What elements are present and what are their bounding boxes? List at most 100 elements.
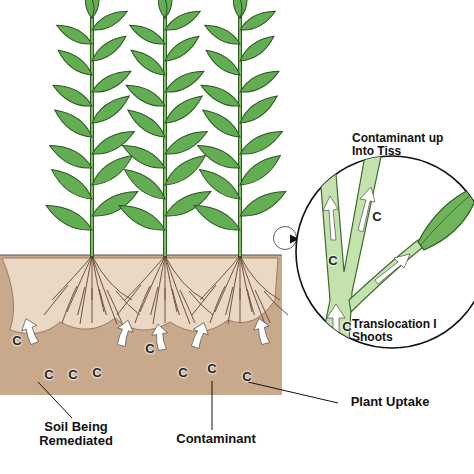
callout-label: Contaminant: [168, 432, 264, 446]
leaf: [237, 126, 286, 160]
leader-line: [38, 382, 72, 418]
callout-label: Soil Being Remediated: [30, 420, 122, 449]
leaf: [89, 66, 134, 98]
stem-detail: [318, 150, 474, 360]
root: [240, 256, 265, 324]
root: [151, 287, 158, 315]
root: [140, 256, 165, 312]
contaminant-mark: C: [42, 368, 56, 382]
root: [228, 256, 240, 324]
leaf: [237, 32, 278, 66]
contaminant-mark: C: [326, 254, 340, 268]
leaf: [231, 0, 244, 19]
plant-stem-inner: [239, 12, 241, 256]
root: [240, 288, 241, 323]
zoom-spot-outline: [274, 227, 297, 250]
leaf: [237, 185, 290, 222]
root: [200, 256, 240, 300]
roots: [44, 256, 288, 324]
leaf: [54, 20, 95, 49]
contaminant-mark: C: [90, 366, 104, 380]
leaf: [123, 80, 168, 112]
leaf: [191, 199, 244, 236]
leaf: [51, 105, 96, 142]
contaminant-mark: C: [370, 210, 384, 224]
leaf: [236, 150, 285, 191]
magnifier-note: Contaminant up Into Tiss: [352, 132, 456, 158]
root-zone: [2, 258, 278, 334]
root: [192, 285, 216, 315]
root: [165, 256, 190, 324]
leaf: [89, 32, 130, 66]
leaf: [119, 140, 168, 174]
leaf: [50, 80, 95, 112]
callout-label: Plant Uptake: [340, 395, 440, 409]
magnifier-note: Translocation I Shoots: [352, 318, 452, 344]
root: [67, 256, 92, 312]
root: [62, 286, 77, 323]
root: [92, 288, 93, 323]
root: [226, 287, 233, 315]
root: [215, 256, 240, 312]
root: [240, 256, 280, 300]
leaf: [237, 66, 282, 98]
contaminant-mark: C: [10, 334, 24, 348]
leaf: [161, 91, 206, 128]
soil: [0, 255, 282, 395]
leaf: [195, 164, 244, 205]
root: [264, 291, 288, 315]
leaf: [124, 105, 169, 142]
contaminant-mark: C: [205, 362, 219, 376]
root: [165, 256, 205, 300]
uptake-arrow: [188, 320, 212, 350]
leaf: [156, 0, 169, 19]
leader-line: [212, 381, 213, 430]
plant-stem-inner: [164, 12, 166, 256]
plant-stem-inner: [91, 12, 93, 256]
uptake-arrow: [114, 318, 136, 347]
leaf: [120, 164, 169, 205]
leaf: [88, 91, 133, 128]
leaf: [43, 199, 96, 236]
leaf: [162, 66, 207, 98]
leaf: [116, 199, 169, 236]
leader-line: [248, 382, 338, 403]
leaf: [198, 80, 243, 112]
root: [92, 256, 132, 300]
leaf: [199, 105, 244, 142]
root: [117, 285, 141, 315]
magnifier-circle: [296, 156, 474, 348]
contaminant-mark: C: [340, 320, 354, 334]
contaminant-mark: C: [176, 366, 190, 380]
leaf: [55, 46, 96, 80]
uptake-arrow: [18, 316, 42, 346]
root: [44, 285, 68, 315]
leaf: [127, 20, 168, 49]
leaf: [46, 140, 95, 174]
root: [135, 286, 150, 323]
uptake-arrow: [251, 316, 273, 345]
leaf: [162, 126, 211, 160]
root: [125, 256, 165, 300]
root: [78, 287, 85, 315]
leaf: [202, 20, 243, 49]
contaminant-mark: C: [143, 342, 157, 356]
zoom-spot: [275, 228, 295, 248]
root: [80, 256, 92, 324]
contaminant-mark: C: [66, 368, 80, 382]
leaf: [128, 46, 169, 80]
leaf: [194, 140, 243, 174]
leaf: [236, 91, 281, 128]
plants: [43, 0, 290, 258]
root: [153, 256, 165, 324]
root: [52, 256, 92, 300]
contaminant-mark: C: [240, 370, 254, 384]
leaf: [47, 164, 96, 205]
leaf: [203, 46, 244, 80]
leaf: [162, 32, 203, 66]
root: [92, 256, 117, 324]
leaf: [83, 0, 96, 19]
root: [165, 288, 166, 323]
root: [210, 286, 225, 323]
